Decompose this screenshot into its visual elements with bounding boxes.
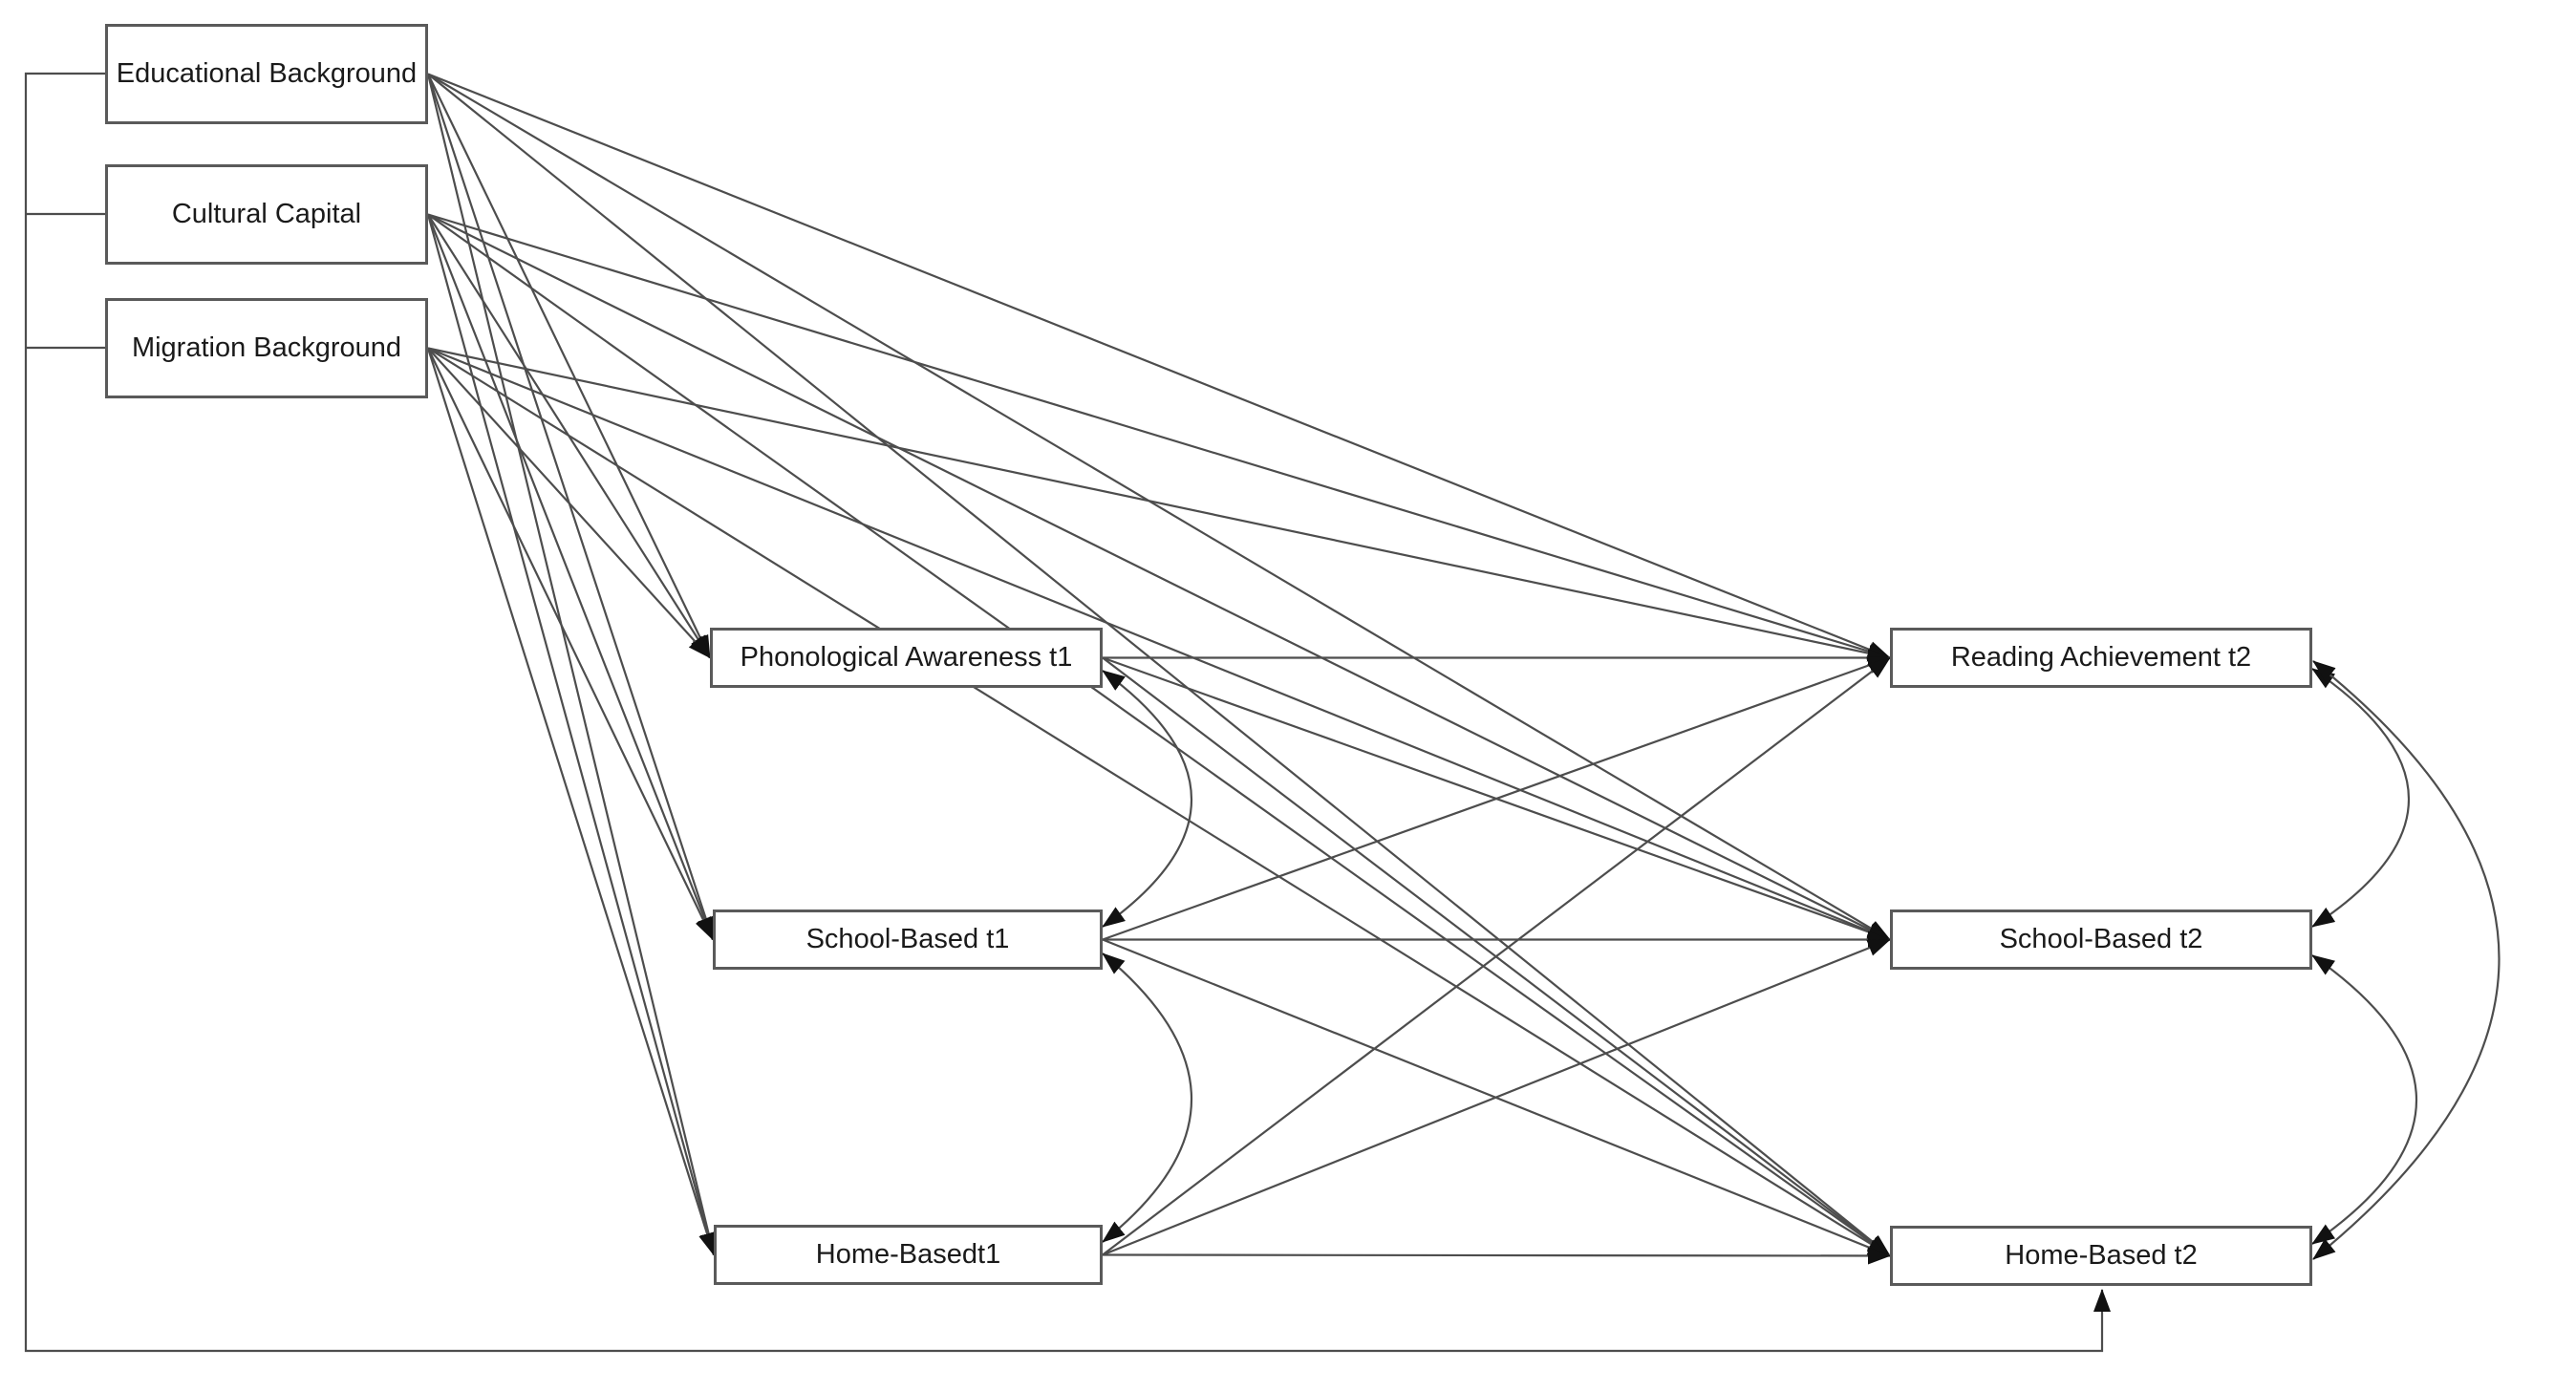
node-home-based-t1: Home-Basedt1 bbox=[714, 1225, 1103, 1285]
node-label-reading-achievement-t2: Reading Achievement t2 bbox=[1950, 641, 2252, 673]
node-label-home-based-t2: Home-Based t2 bbox=[2005, 1239, 2198, 1271]
arrow-group bbox=[24, 72, 2501, 1353]
node-educational-background: Educational Background bbox=[105, 24, 428, 124]
node-label-school-based-t1: School-Based t1 bbox=[805, 923, 1010, 954]
node-home-based-t2: Home-Based t2 bbox=[1890, 1226, 2312, 1286]
node-label-cultural-capital: Cultural Capital bbox=[171, 198, 362, 229]
node-cultural-capital: Cultural Capital bbox=[105, 164, 428, 265]
node-label-school-based-t2: School-Based t2 bbox=[1999, 923, 2203, 954]
node-reading-achievement-t2: Reading Achievement t2 bbox=[1890, 628, 2312, 688]
node-migration-background: Migration Background bbox=[105, 298, 428, 398]
node-label-educational-background: Educational Background bbox=[116, 57, 418, 89]
node-school-based-t1: School-Based t1 bbox=[713, 910, 1103, 970]
node-label-home-based-t1: Home-Basedt1 bbox=[815, 1238, 1001, 1270]
node-phonological-awareness-t1: Phonological Awareness t1 bbox=[710, 628, 1103, 688]
node-school-based-t2: School-Based t2 bbox=[1890, 910, 2312, 970]
node-label-phonological-awareness-t1: Phonological Awareness t1 bbox=[740, 641, 1073, 673]
node-label-migration-background: Migration Background bbox=[131, 332, 402, 363]
